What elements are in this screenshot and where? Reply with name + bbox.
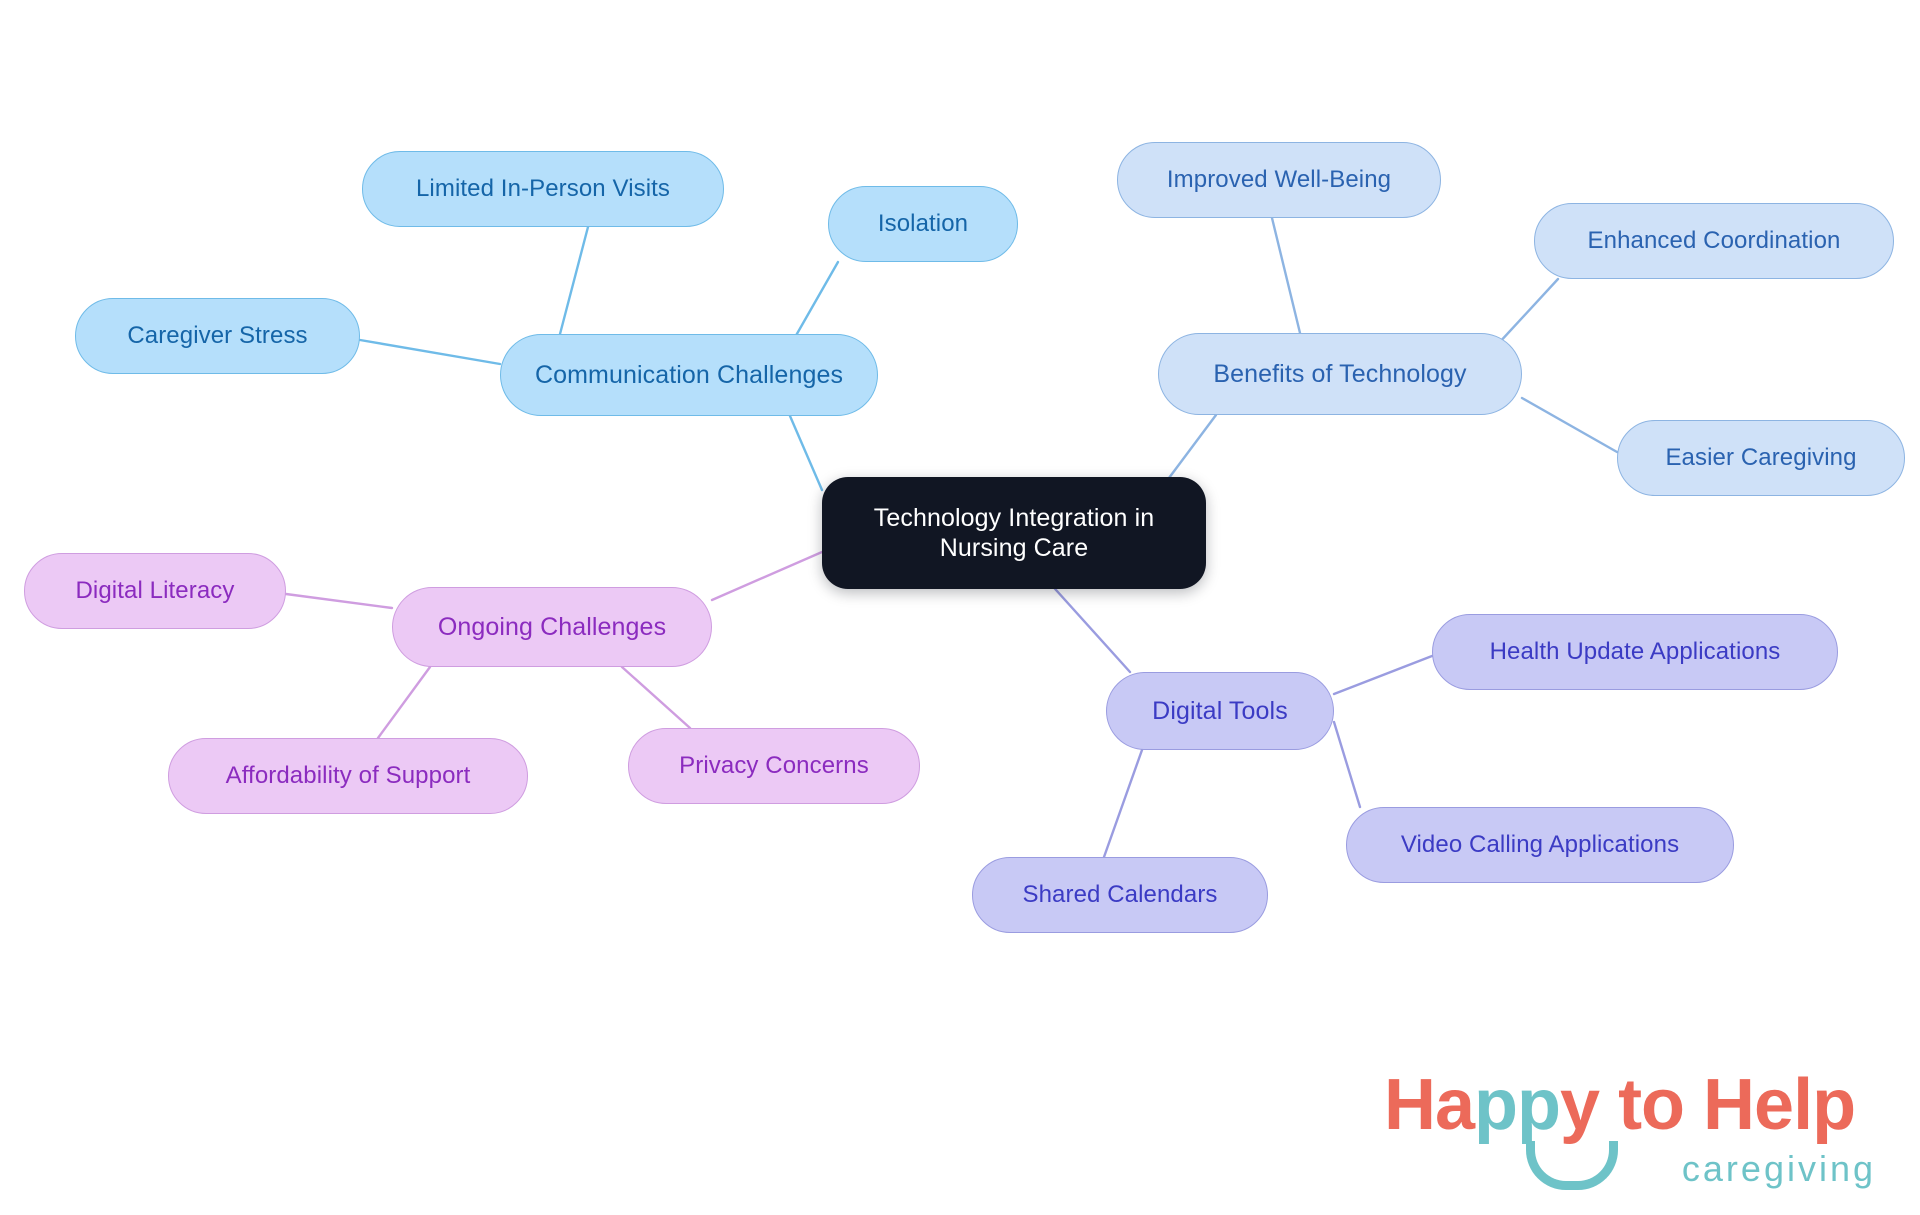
- edge-digital-tools-to-video-calling-applications: [1332, 720, 1362, 809]
- edge-benefits-of-technology-to-easier-caregiving: [1520, 396, 1619, 454]
- node-isolation-label: Isolation: [877, 210, 969, 238]
- node-health-update-applications[interactable]: Health Update Applications: [1432, 614, 1838, 690]
- node-limited-in-person-visits[interactable]: Limited In-Person Visits: [362, 151, 724, 227]
- edge-communication-challenges-to-limited-in-person-visits: [558, 225, 590, 336]
- brand-logo: Happy to Help caregiving: [1384, 1067, 1884, 1197]
- node-video-calling-applications-label: Video Calling Applications: [1400, 831, 1680, 859]
- logo-text-y: y: [1560, 1065, 1600, 1145]
- edge-communication-challenges-to-caregiver-stress: [358, 338, 502, 366]
- node-digital-tools[interactable]: Digital Tools: [1106, 672, 1334, 750]
- edge-benefits-of-technology-to-enhanced-coordination: [1496, 277, 1560, 346]
- smile-icon: [1526, 1141, 1618, 1190]
- logo-text-to-help: to Help: [1599, 1065, 1856, 1145]
- node-privacy-concerns[interactable]: Privacy Concerns: [628, 728, 920, 804]
- logo-text-ha: Ha: [1384, 1065, 1475, 1145]
- node-easier-caregiving-label: Easier Caregiving: [1665, 444, 1857, 472]
- node-communication-challenges[interactable]: Communication Challenges: [500, 334, 878, 416]
- node-root-technology-integration-in-nursing-care-label: Technology Integration in Nursing Care: [873, 503, 1155, 563]
- node-affordability-of-support[interactable]: Affordability of Support: [168, 738, 528, 814]
- logo-wordmark: Happy to Help: [1384, 1069, 1856, 1141]
- node-digital-literacy[interactable]: Digital Literacy: [24, 553, 286, 629]
- node-digital-tools-label: Digital Tools: [1152, 696, 1288, 725]
- node-communication-challenges-label: Communication Challenges: [534, 360, 844, 389]
- node-affordability-of-support-label: Affordability of Support: [225, 762, 471, 790]
- node-isolation[interactable]: Isolation: [828, 186, 1018, 262]
- edge-root-to-ongoing-challenges: [710, 550, 824, 602]
- node-shared-calendars[interactable]: Shared Calendars: [972, 857, 1268, 933]
- edge-digital-tools-to-shared-calendars: [1102, 748, 1144, 859]
- node-improved-well-being[interactable]: Improved Well-Being: [1117, 142, 1441, 218]
- node-ongoing-challenges[interactable]: Ongoing Challenges: [392, 587, 712, 667]
- node-digital-literacy-label: Digital Literacy: [75, 577, 235, 605]
- edge-benefits-of-technology-to-improved-well-being: [1270, 216, 1302, 335]
- node-benefits-of-technology[interactable]: Benefits of Technology: [1158, 333, 1522, 415]
- node-shared-calendars-label: Shared Calendars: [1022, 881, 1218, 909]
- node-enhanced-coordination[interactable]: Enhanced Coordination: [1534, 203, 1894, 279]
- edge-root-to-communication-challenges: [788, 414, 824, 492]
- node-improved-well-being-label: Improved Well-Being: [1166, 166, 1392, 194]
- edge-ongoing-challenges-to-digital-literacy: [284, 592, 394, 610]
- node-ongoing-challenges-label: Ongoing Challenges: [437, 612, 667, 641]
- edge-ongoing-challenges-to-privacy-concerns: [620, 665, 692, 730]
- node-video-calling-applications[interactable]: Video Calling Applications: [1346, 807, 1734, 883]
- node-health-update-applications-label: Health Update Applications: [1489, 638, 1781, 666]
- node-enhanced-coordination-label: Enhanced Coordination: [1587, 227, 1841, 255]
- node-benefits-of-technology-label: Benefits of Technology: [1213, 359, 1467, 388]
- node-root-technology-integration-in-nursing-care[interactable]: Technology Integration in Nursing Care: [822, 477, 1206, 589]
- edge-digital-tools-to-health-update-applications: [1332, 654, 1434, 696]
- logo-text-pp: pp: [1474, 1065, 1561, 1145]
- node-privacy-concerns-label: Privacy Concerns: [679, 752, 869, 780]
- edge-ongoing-challenges-to-affordability-of-support: [376, 665, 432, 740]
- node-easier-caregiving[interactable]: Easier Caregiving: [1617, 420, 1905, 496]
- node-caregiver-stress-label: Caregiver Stress: [127, 322, 308, 350]
- node-limited-in-person-visits-label: Limited In-Person Visits: [415, 175, 671, 203]
- logo-subtitle: caregiving: [1681, 1148, 1876, 1189]
- node-caregiver-stress[interactable]: Caregiver Stress: [75, 298, 360, 374]
